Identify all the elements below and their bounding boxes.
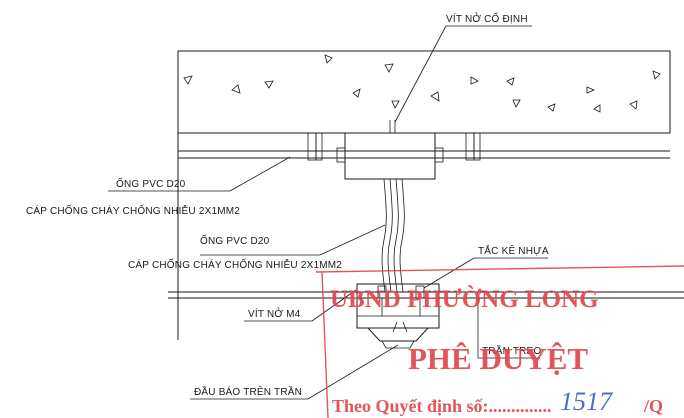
junction-box — [336, 120, 444, 180]
false-ceiling — [168, 291, 684, 299]
pvc-conduit-label-2: ỐNG PVC D20 — [200, 233, 270, 247]
false-ceiling-label: TRẦN TREO — [482, 344, 541, 357]
plastic-plug-label: TẮC KÊ NHỰA — [478, 244, 549, 257]
m4-screw-label: VÍT NỞ M4 — [248, 307, 301, 320]
anchor-screw-label: VÍT NỞ CỐ ĐỊNH — [446, 11, 528, 25]
pvc-conduit-run — [177, 132, 670, 340]
approval-stamp: UBND PHƯỜNG LONG PHÊ DUYỆT Theo Quyết đị… — [315, 265, 684, 418]
ceiling-smoke-detector-icon — [356, 283, 440, 349]
stamp-decision-prefix: Theo Quyết định số:.............. — [332, 396, 552, 416]
leader-lines — [108, 25, 548, 400]
handwritten-decision-number: 1517 — [560, 387, 613, 416]
fire-resistant-cable — [381, 178, 405, 293]
concrete-aggregate-icon — [183, 54, 661, 113]
stamp-authority: UBND PHƯỜNG LONG — [330, 285, 599, 313]
pvc-conduit-label-1: ỐNG PVC D20 — [116, 176, 186, 190]
cable-label-2: CÁP CHỐNG CHÁY CHỐNG NHIỄU 2X1MM2 — [128, 257, 342, 271]
stamp-approval: PHÊ DUYỆT — [408, 341, 588, 376]
stamp-decision-suffix: /Q — [643, 396, 663, 416]
ceiling-detector-label: ĐẦU BÁO TRÊN TRẦN — [194, 385, 302, 398]
cable-label-1: CÁP CHỐNG CHÁY CHỐNG NHIỄU 2X1MM2 — [26, 203, 240, 217]
concrete-slab — [177, 50, 671, 134]
